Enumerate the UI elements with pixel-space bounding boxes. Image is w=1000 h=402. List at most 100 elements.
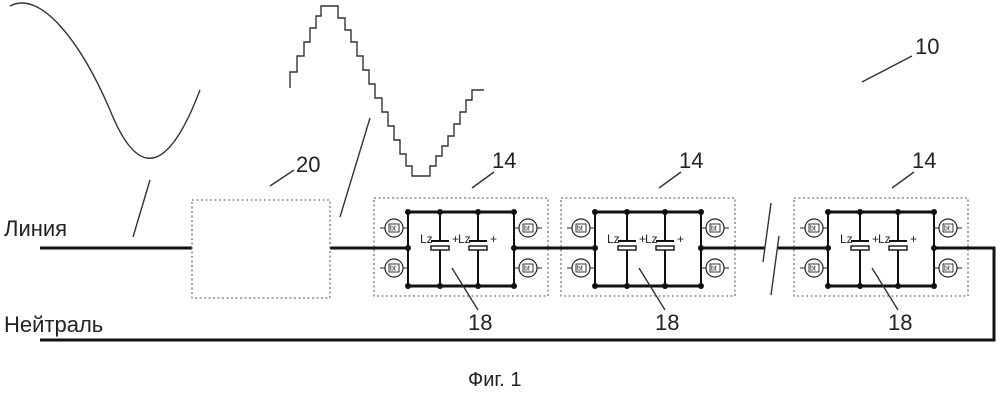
switch-body	[388, 223, 400, 233]
stepped-wave-leader	[339, 117, 371, 218]
junction-dot	[592, 209, 598, 215]
switch-cell: bt	[514, 218, 542, 238]
junction-dot	[857, 283, 863, 289]
switch-label: bt	[810, 226, 816, 233]
junction-dot	[437, 283, 443, 289]
module-ref-label: 14	[679, 148, 703, 173]
module-ref-label: 14	[912, 148, 936, 173]
junction-dot	[698, 283, 704, 289]
sine-wave	[9, 2, 201, 159]
switch-label: bt	[944, 226, 950, 233]
junction-dot	[511, 209, 517, 215]
junction-dot	[511, 283, 517, 289]
cap-plate-curved	[617, 245, 637, 251]
switch-cell: bt	[701, 218, 729, 238]
junction-dot	[405, 209, 411, 215]
junction-dot	[624, 283, 630, 289]
cap-plus-sign: +	[639, 232, 646, 246]
switch-label: bt	[810, 266, 816, 273]
switch-label: bt	[944, 266, 950, 273]
switch-body	[709, 223, 721, 233]
cap-plus-sign: +	[452, 232, 459, 246]
switch-label: bt	[524, 226, 530, 233]
junction-dot	[405, 283, 411, 289]
system-ref-label: 10	[915, 34, 939, 59]
switch-body	[808, 223, 820, 233]
junction-dot	[895, 283, 901, 289]
cap-ref-label: 18	[888, 310, 912, 335]
cap-ref-leader	[451, 267, 479, 311]
switch-cell: bt	[800, 218, 828, 238]
modules-group: Lz+Lz+btbtbtbt1418Lz+Lz+btbtbtbt1418Lz+L…	[373, 148, 969, 335]
junction-dot	[662, 209, 668, 215]
switch-body	[388, 263, 400, 273]
switch-cell: bt	[934, 258, 962, 278]
switch-cell: bt	[514, 258, 542, 278]
cap-plate-curved	[430, 245, 450, 251]
junction-dot	[931, 283, 937, 289]
switch-cell: bt	[934, 218, 962, 238]
junction-dot	[825, 283, 831, 289]
switch-body	[808, 263, 820, 273]
module-ref-label: 14	[492, 148, 516, 173]
converter-ref-label: 20	[296, 152, 320, 177]
switch-body	[575, 263, 587, 273]
system-ref-leader	[861, 55, 913, 83]
junction-dot	[624, 209, 630, 215]
neutral-wire	[40, 246, 996, 342]
switch-label: bt	[524, 266, 530, 273]
switch-body	[942, 223, 954, 233]
switch-label: bt	[390, 266, 396, 273]
cap-ref-label: 18	[468, 310, 492, 335]
junction-dot	[475, 283, 481, 289]
switch-cell: bt	[567, 218, 595, 238]
junction-dot	[662, 283, 668, 289]
switch-cell: bt	[567, 258, 595, 278]
junction-dot	[825, 209, 831, 215]
switch-label: bt	[577, 266, 583, 273]
switch-body	[575, 223, 587, 233]
module-ref-leader	[891, 171, 915, 189]
cap-label: Lz	[420, 232, 433, 246]
figure-caption: Фиг. 1	[468, 369, 521, 391]
stepped-wave	[289, 5, 484, 177]
switch-body	[942, 263, 954, 273]
cap-label: Lz	[607, 232, 620, 246]
switch-label: bt	[711, 226, 717, 233]
module-ref-leader	[658, 171, 682, 189]
converter-ref-leader	[269, 169, 295, 187]
junction-dot	[437, 209, 443, 215]
switch-cell: bt	[800, 258, 828, 278]
switch-cell: bt	[701, 258, 729, 278]
switch-body	[709, 263, 721, 273]
cap-plate-curved	[850, 245, 870, 251]
cap-plus-sign: +	[910, 232, 917, 246]
module-ref-leader	[471, 171, 495, 189]
switch-label: bt	[577, 226, 583, 233]
switch-cell: bt	[380, 258, 408, 278]
junction-dot	[857, 209, 863, 215]
cap-plus-sign: +	[677, 232, 684, 246]
cap-plate-curved	[468, 245, 488, 251]
junction-dot	[698, 209, 704, 215]
cap-plate-curved	[888, 245, 908, 251]
switch-body	[522, 263, 534, 273]
switch-cell: bt	[380, 218, 408, 238]
junction-dot	[895, 209, 901, 215]
neutral-label: Нейтраль	[4, 312, 103, 337]
line-label: Линия	[4, 216, 67, 241]
wire-break-mark	[762, 202, 772, 263]
junction-dot	[931, 209, 937, 215]
switch-label: bt	[390, 226, 396, 233]
cap-label: Lz	[458, 232, 471, 246]
converter-block	[191, 199, 331, 299]
cap-label: Lz	[878, 232, 891, 246]
sine-wave-leader	[132, 179, 151, 238]
cap-plus-sign: +	[872, 232, 879, 246]
switch-label: bt	[711, 266, 717, 273]
cap-ref-leader	[871, 267, 899, 311]
switch-body	[522, 223, 534, 233]
